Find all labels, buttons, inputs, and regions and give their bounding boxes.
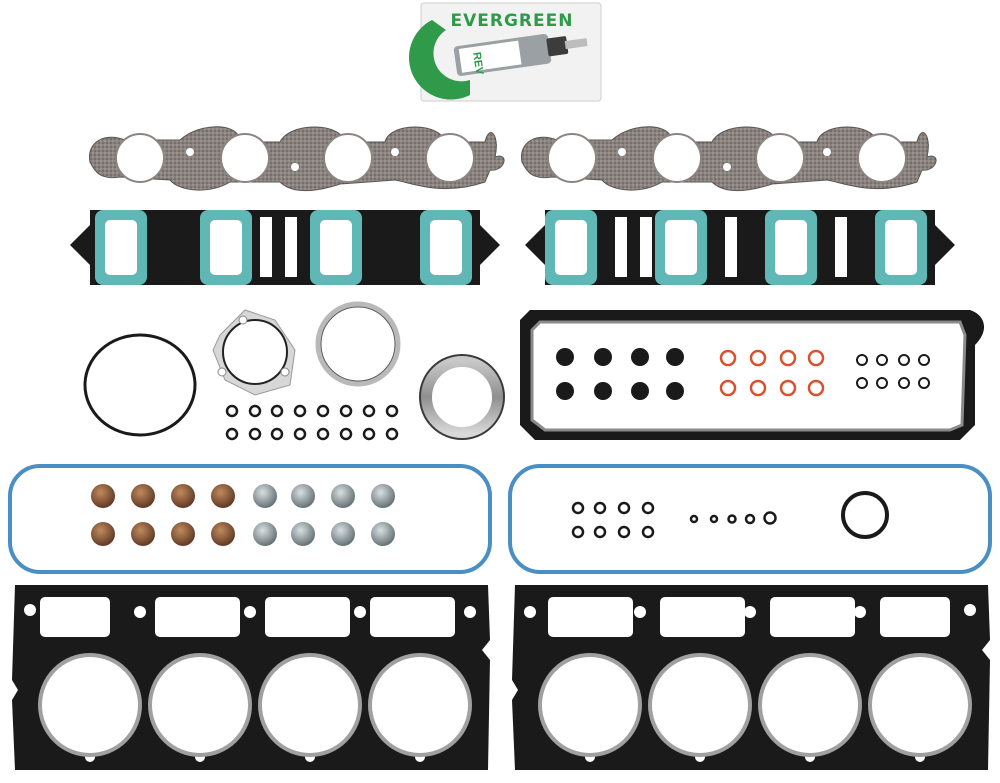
valley-cover-gasket (520, 310, 985, 440)
sealant-tube: REV (453, 33, 588, 76)
valve-cover-gasket-right (508, 464, 992, 574)
exhaust-manifold-gasket-right (521, 126, 937, 192)
exhaust-donut-gasket (419, 354, 505, 440)
brand-label: EVERGREEN (451, 11, 574, 31)
valve-stem-seal-group-left (91, 484, 395, 546)
small-o-ring-group (225, 404, 399, 441)
egr-gasket (212, 309, 296, 396)
exhaust-manifold-gasket-left (89, 126, 505, 192)
exhaust-pipe-seal-ring (315, 301, 401, 387)
intake-manifold-gasket-right (525, 210, 955, 285)
intake-manifold-gasket-left (70, 210, 500, 285)
cylinder-head-gasket-right (512, 585, 990, 770)
valve-cover-gasket-left (8, 464, 492, 574)
throttle-body-o-ring (83, 333, 197, 437)
tube-label: REV (470, 51, 485, 76)
cylinder-head-gasket-left (12, 585, 490, 770)
crankshaft-seal (841, 491, 889, 539)
sealant-packet: EVERGREEN REV (408, 2, 602, 102)
